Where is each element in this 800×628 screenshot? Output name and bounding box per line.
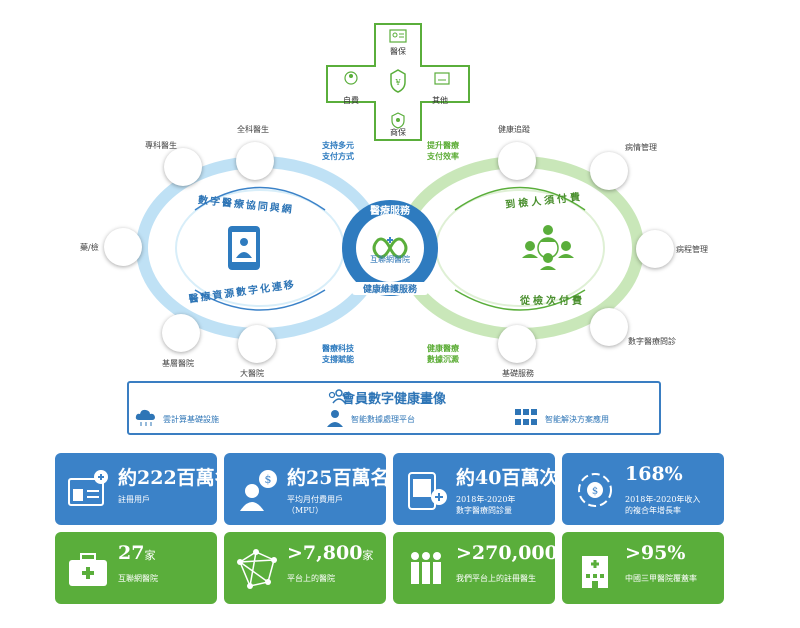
stat-card-mpu: $ 約25百萬名 平均月付費用戶（MPU）	[224, 453, 390, 525]
network-icon	[237, 549, 277, 589]
stat-card-tertiary-coverage: >95% 中國三甲醫院覆蓋率	[562, 532, 724, 604]
consultation-icon	[408, 472, 447, 510]
stat-caption: 我們平台上的註冊醫生	[456, 574, 536, 583]
stat-card-revenue-cagr: $ 168% 2018年-2020年收入的複合年增長率	[562, 453, 724, 525]
stat-caption: 互聯網醫院	[118, 574, 158, 583]
solution-app-icon	[515, 409, 537, 425]
node-label-general-practitioner: 全科醫生	[237, 125, 269, 134]
side-label-bottom-left: 醫療科技支撐賦能	[322, 343, 354, 364]
data-processing-icon	[327, 410, 343, 427]
stat-card-consultations: 約40百萬次 2018年-2020年數字醫療問診量	[393, 453, 559, 525]
stat-value: 168%	[625, 463, 683, 485]
medical-kit-icon	[69, 553, 107, 586]
node-basic-service	[498, 325, 536, 363]
stat-caption: 2018年-2020年收入的複合年增長率	[625, 495, 701, 515]
stat-card-registered-doctors: >270,000名 我們平台上的註冊醫生	[393, 532, 569, 604]
node-digital-consult	[590, 308, 628, 346]
node-general-practitioner	[236, 142, 274, 180]
member-item-cloud: 雲計算基礎設施	[163, 415, 219, 424]
member-title: 會員數字健康畫像	[341, 392, 446, 407]
stat-card-platform-hospitals: >7,800家 平台上的醫院	[224, 532, 386, 604]
node-label-large-hospital: 大醫院	[240, 369, 264, 378]
node-pharmacy	[104, 228, 142, 266]
stat-caption: 2018年-2020年數字醫療問診量	[456, 495, 516, 515]
cross-label-right: 其他	[432, 96, 448, 105]
people-network-icon	[522, 225, 574, 270]
svg-text:$: $	[265, 473, 272, 486]
member-health-profile-panel: 會員數字健康畫像 雲計算基礎設施 智能數據處理平台 智能解決方案應用	[127, 381, 661, 435]
payment-cross: ¥	[326, 23, 470, 141]
node-specialist	[164, 148, 202, 186]
stat-caption: 中國三甲醫院覆蓋率	[625, 574, 697, 583]
node-health-tracking	[498, 142, 536, 180]
cross-label-left: 自費	[343, 96, 359, 105]
node-label-digital-consult: 數字醫療問診	[628, 337, 676, 346]
node-label-disease-course-mgmt: 病程管理	[676, 245, 708, 254]
stat-value: 約222百萬名	[118, 467, 234, 489]
side-label-top-left: 支持多元支付方式	[322, 140, 354, 161]
revenue-cycle-icon: $	[578, 473, 612, 507]
node-large-hospital	[238, 325, 276, 363]
node-primary-hospital	[162, 314, 200, 352]
node-label-primary-hospital: 基層醫院	[162, 359, 194, 368]
stat-value: 約40百萬次	[456, 467, 559, 489]
svg-text:$: $	[592, 486, 598, 497]
stat-value: >7,800家	[287, 542, 374, 564]
stat-value: >270,000名	[456, 542, 569, 564]
side-label-bottom-right: 健康醫療數據沉澱	[427, 343, 459, 364]
stat-value: 約25百萬名	[287, 467, 390, 489]
svg-text:¥: ¥	[394, 78, 401, 87]
member-item-solution: 智能解決方案應用	[545, 415, 609, 424]
stat-caption: 註冊用戶	[118, 495, 150, 504]
node-label-condition-mgmt: 病情管理	[625, 143, 657, 152]
stat-caption: 平均月付費用戶（MPU）	[287, 495, 343, 515]
node-label-basic-service: 基礎服務	[502, 369, 534, 378]
stat-value: >95%	[625, 542, 686, 564]
node-label-pharmacy: 藥/檢	[80, 243, 99, 252]
cloud-computing-icon	[135, 409, 155, 426]
center-top-text: 醫療服務	[370, 206, 410, 217]
hospital-building-icon	[582, 556, 608, 588]
side-label-top-right: 提升醫療支付效率	[427, 140, 459, 161]
node-condition-mgmt	[590, 152, 628, 190]
stat-card-internet-hospitals: 27家 互聯網醫院	[55, 532, 217, 604]
stat-value: 27家	[118, 542, 156, 564]
center-bottom-text: 健康維護服務	[352, 282, 428, 295]
member-item-data: 智能數據處理平台	[351, 415, 415, 424]
center-hospital-name: 互聯網醫院	[370, 255, 410, 264]
cross-label-bottom: 商保	[390, 128, 406, 137]
stat-card-registered-users: 約222百萬名 註冊用戶	[55, 453, 234, 525]
node-disease-course-mgmt	[636, 230, 674, 268]
stat-caption: 平台上的醫院	[287, 574, 335, 583]
user-id-icon	[68, 470, 108, 506]
node-label-health-tracking: 健康追蹤	[498, 125, 530, 134]
doctors-icon	[411, 552, 441, 584]
member-group-icon	[328, 389, 350, 404]
paying-user-icon: $	[240, 470, 277, 511]
cross-label-top: 醫保	[390, 47, 406, 56]
right-arc-bottom-label: 從檢次付費	[520, 296, 585, 307]
tablet-doctor-icon	[228, 226, 260, 270]
node-label-specialist: 專科醫生	[145, 141, 177, 150]
